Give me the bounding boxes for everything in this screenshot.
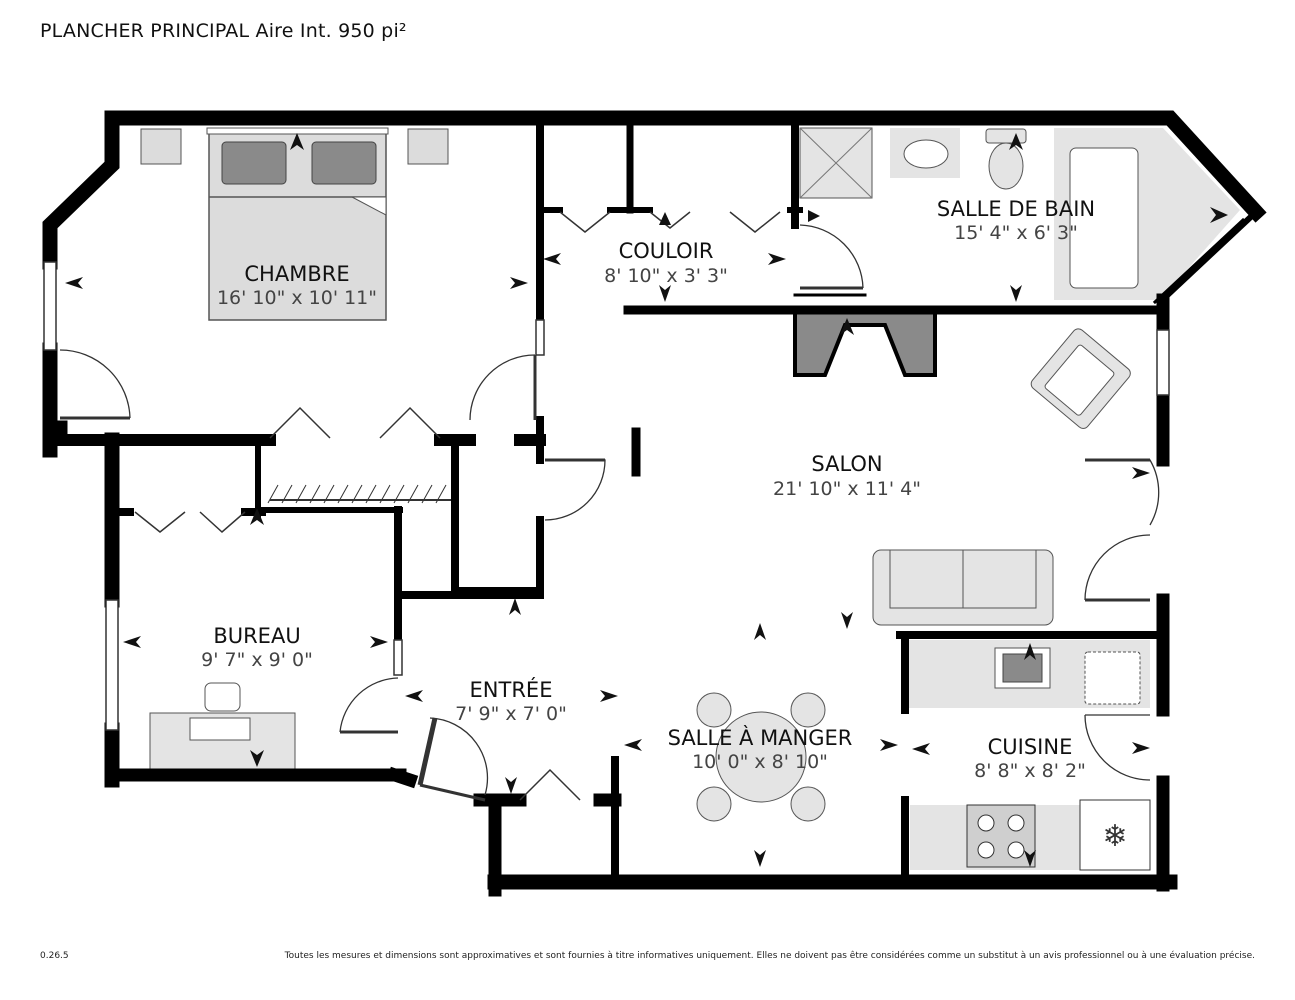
room-dims-entree: 7' 9" x 7' 0" [455,703,567,725]
svg-text:❄: ❄ [1102,819,1127,854]
refrigerator: ❄ [1079,799,1151,871]
room-dims-salle-a-manger: 10' 0" x 8' 10" [692,751,828,773]
room-name-bureau: BUREAU [213,624,300,648]
room-name-salon: SALON [811,452,882,476]
room-dims-couloir: 8' 10" x 3' 3" [604,265,728,287]
bathroom-sink [890,128,960,178]
room-name-chambre: CHAMBRE [244,262,349,286]
toilet [985,128,1027,190]
room-dims-bureau: 9' 7" x 9' 0" [201,649,313,671]
disclaimer-text: Toutes les mesures et dimensions sont ap… [284,951,1255,961]
bathtub [1054,128,1240,300]
bifold-doors [134,211,781,801]
room-name-cuisine: CUISINE [988,735,1073,759]
windows [43,261,1170,731]
room-dims-cuisine: 8' 8" x 8' 2" [974,760,1086,782]
room-name-salle-de-bain: SALLE DE BAIN [937,197,1095,221]
closet-shelving [267,484,455,504]
stove [966,804,1036,868]
room-name-entree: ENTRÉE [470,677,553,702]
room-name-couloir: COULOIR [619,239,714,263]
room-name-salle-a-manger: SALLE À MANGER [668,725,853,750]
room-dims-chambre: 16' 10" x 10' 11" [217,287,377,309]
version-label: 0.26.5 [40,951,69,961]
shower [799,127,873,199]
walls [42,110,1267,897]
sofa [872,549,1054,626]
fireplace [793,308,937,377]
bed [206,127,389,321]
nightstand-left [140,128,182,165]
door-swings [59,224,1160,802]
dining-table [696,692,826,822]
room-dims-salon: 21' 10" x 11' 4" [773,478,921,500]
plan-title: PLANCHER PRINCIPAL Aire Int. 950 pi² [40,20,407,42]
room-dims-salle-de-bain: 15' 4" x 6' 3" [954,222,1078,244]
nightstand-right [407,128,449,165]
armchair [1030,328,1131,429]
desk [149,682,296,770]
dishwasher [1084,651,1141,705]
view-markers [65,133,1228,867]
